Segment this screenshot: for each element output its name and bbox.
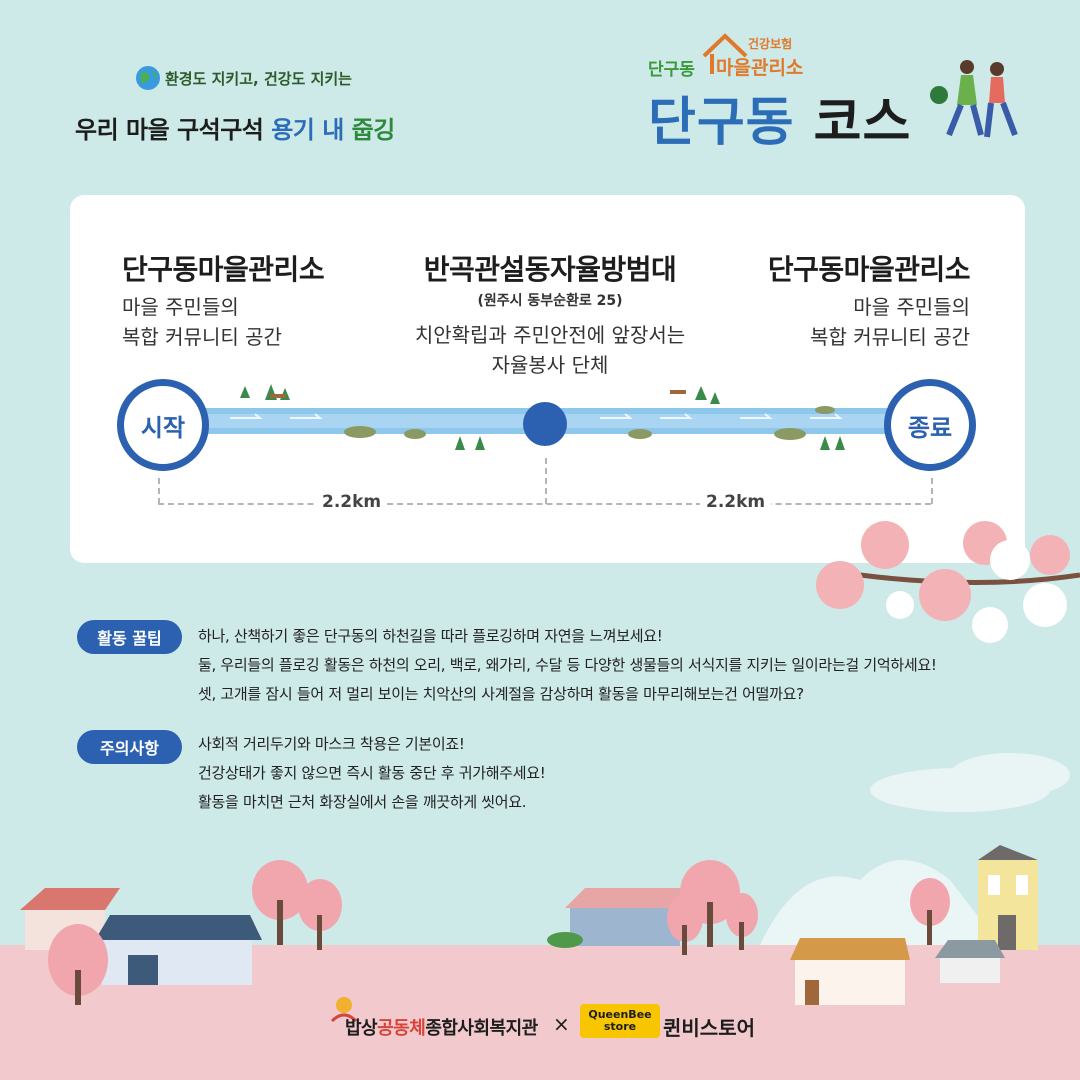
start-point-desc-line-2: 복합 커뮤니티 공간 <box>122 325 282 349</box>
end-point-title: 단구동마을관리소 <box>767 253 971 286</box>
slogan-title-part-2: 용기 내 <box>271 116 352 144</box>
caution-line-2: 건강상태가 좋지 않으면 즉시 활동 중단 후 귀가해주세요! <box>198 764 546 782</box>
footer-organization: 밥상공동체종합사회복지관 <box>345 1014 538 1040</box>
slogan-title-part-3: 줍깅 <box>351 116 396 144</box>
distance-line-left <box>158 478 160 504</box>
end-point-desc-line-1: 마을 주민들의 <box>853 295 970 319</box>
queenbee-logo: QueenBee store <box>580 1004 660 1038</box>
middle-point-desc-line-2: 자율봉사 단체 <box>491 353 609 377</box>
cautions-badge: 주의사항 <box>77 730 182 764</box>
village-illustration <box>20 845 1038 1005</box>
footer-org-part-1: 밥상 <box>345 1018 378 1039</box>
start-point-title: 단구동마을관리소 <box>122 253 325 286</box>
caution-line-1: 사회적 거리두기와 마스크 착용은 기본이죠! <box>198 735 465 753</box>
distance-line-horizontal <box>158 503 931 505</box>
brand-insurance-label: 건강보험 <box>748 37 793 51</box>
course-title: 단구동 코스 <box>648 80 911 155</box>
tips-badge: 활동 꿀팁 <box>77 620 182 654</box>
distance-line-right <box>931 478 933 504</box>
queenbee-logo-line-2: store <box>603 1020 637 1033</box>
start-point-desc-line-1: 마을 주민들의 <box>122 295 239 319</box>
start-point-description: 마을 주민들의 복합 커뮤니티 공간 <box>122 292 282 352</box>
course-title-part-1: 단구동 <box>648 93 814 153</box>
end-point-description: 마을 주민들의 복합 커뮤니티 공간 <box>700 292 970 352</box>
tips-list: 하나, 산책하기 좋은 단구동의 하천길을 따라 플로깅하며 자연을 느껴보세요… <box>198 622 1058 709</box>
caution-line-3: 활동을 마치면 근처 화장실에서 손을 깨끗하게 씻어요. <box>198 793 527 811</box>
footer-queenbee-name: 퀸비스토어 <box>663 1016 755 1040</box>
distance-label-second: 2.2km <box>700 492 772 512</box>
brand-dong-label: 단구동 <box>648 60 695 80</box>
cautions-list: 사회적 거리두기와 마스크 착용은 기본이죠! 건강상태가 좋지 않으면 즉시 … <box>198 730 898 817</box>
rice-flower-logo-icon <box>330 997 358 1023</box>
slogan-subtitle: 환경도 지키고, 건강도 지키는 <box>165 70 352 88</box>
footer-org-part-3: 종합사회복지관 <box>425 1018 538 1039</box>
middle-point-address: (원주시 동부순환로 25) <box>477 293 623 309</box>
distance-label-first: 2.2km <box>316 492 388 512</box>
course-title-part-2: 코스 <box>813 93 912 153</box>
course-card <box>70 195 1025 563</box>
jogging-people-illustration <box>930 60 1018 138</box>
distance-line-middle <box>545 458 547 504</box>
tip-line-1: 하나, 산책하기 좋은 단구동의 하천길을 따라 플로깅하며 자연을 느껴보세요… <box>198 627 663 645</box>
queenbee-logo-line-1: QueenBee <box>588 1008 652 1021</box>
middle-point-desc-line-1: 치안확립과 주민안전에 앞장서는 <box>414 323 686 347</box>
earth-icon <box>136 66 160 90</box>
end-marker: 종료 <box>884 379 976 471</box>
slogan-title: 우리 마을 구석구석 용기 내 줍깅 <box>75 110 395 145</box>
brand-office-label: 마을관리소 <box>716 57 804 79</box>
middle-marker <box>523 402 567 446</box>
footer-org-part-2: 공동체 <box>377 1018 426 1039</box>
start-marker: 시작 <box>117 379 209 471</box>
end-point-desc-line-2: 복합 커뮤니티 공간 <box>810 325 970 349</box>
house-icon <box>702 33 748 74</box>
tip-line-2: 둘, 우리들의 플로깅 활동은 하천의 오리, 백로, 왜가리, 수달 등 다양… <box>198 656 937 674</box>
slogan-title-part-1: 우리 마을 구석구석 <box>75 116 272 144</box>
middle-point-title: 반곡관설동자율방범대 <box>423 253 677 286</box>
tip-line-3: 셋, 고개를 잠시 들어 저 멀리 보이는 치악산의 사계절을 감상하며 활동을… <box>198 685 804 703</box>
footer-times-symbol: × <box>553 1012 570 1036</box>
middle-point-description: 치안확립과 주민안전에 앞장서는 자율봉사 단체 <box>380 320 720 380</box>
cherry-blossom-branch <box>816 521 1080 643</box>
route-scenery <box>230 384 845 450</box>
